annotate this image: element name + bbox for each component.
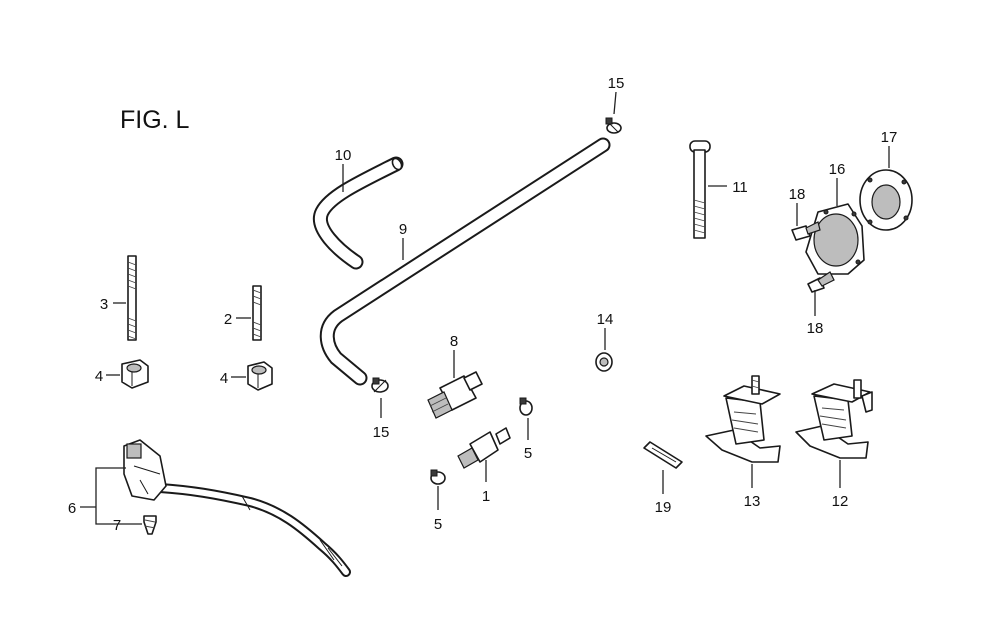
callout-2: 2 bbox=[224, 311, 232, 328]
callout-5-right: 5 bbox=[524, 445, 532, 462]
part-11-bolt bbox=[689, 140, 711, 239]
part-19-pin bbox=[643, 441, 683, 469]
part-5-clip-bottom bbox=[430, 469, 446, 485]
part-2-stud bbox=[252, 285, 262, 341]
part-16-cover bbox=[805, 203, 865, 275]
part-5-clip-right bbox=[519, 397, 533, 416]
part-1-valve bbox=[457, 427, 511, 469]
part-6-sensor-cable bbox=[123, 439, 351, 577]
part-15-clip-left bbox=[371, 377, 389, 393]
part-18-screw-top bbox=[791, 221, 821, 241]
callout-12: 12 bbox=[832, 493, 849, 510]
callout-1: 1 bbox=[482, 488, 490, 505]
callout-15-left: 15 bbox=[373, 424, 390, 441]
part-9-hose bbox=[319, 137, 611, 386]
leader-lines bbox=[80, 91, 890, 525]
callout-17: 17 bbox=[881, 129, 898, 146]
part-15-clip-top bbox=[605, 117, 622, 134]
callout-13: 13 bbox=[744, 493, 761, 510]
callout-4-right: 4 bbox=[220, 370, 228, 387]
callout-7: 7 bbox=[113, 517, 121, 534]
figure-title: FIG. L bbox=[120, 106, 190, 134]
callout-18-bottom: 18 bbox=[807, 320, 824, 337]
callout-10: 10 bbox=[335, 147, 352, 164]
callout-5-bottom: 5 bbox=[434, 516, 442, 533]
callout-14: 14 bbox=[597, 311, 614, 328]
callout-15-top: 15 bbox=[608, 75, 625, 92]
part-4-nut-left bbox=[121, 359, 149, 389]
part-10-hose bbox=[312, 156, 404, 270]
callout-19: 19 bbox=[655, 499, 672, 516]
part-17-gasket bbox=[859, 169, 913, 231]
callout-18-top: 18 bbox=[789, 186, 806, 203]
part-3-stud bbox=[127, 255, 137, 341]
callout-9: 9 bbox=[399, 221, 407, 238]
callout-6: 6 bbox=[68, 500, 76, 517]
callout-16: 16 bbox=[829, 161, 846, 178]
callout-4-left: 4 bbox=[95, 368, 103, 385]
part-13-mount bbox=[705, 375, 781, 463]
part-12-mount bbox=[795, 379, 873, 459]
part-8-fitting bbox=[427, 371, 483, 419]
callout-3: 3 bbox=[100, 296, 108, 313]
part-7-screw bbox=[143, 515, 157, 535]
part-4-nut-right bbox=[247, 361, 273, 391]
part-14-washer bbox=[595, 352, 613, 372]
callout-11: 11 bbox=[732, 179, 748, 196]
part-18-screw-bottom bbox=[807, 271, 835, 293]
callout-8: 8 bbox=[450, 333, 458, 350]
